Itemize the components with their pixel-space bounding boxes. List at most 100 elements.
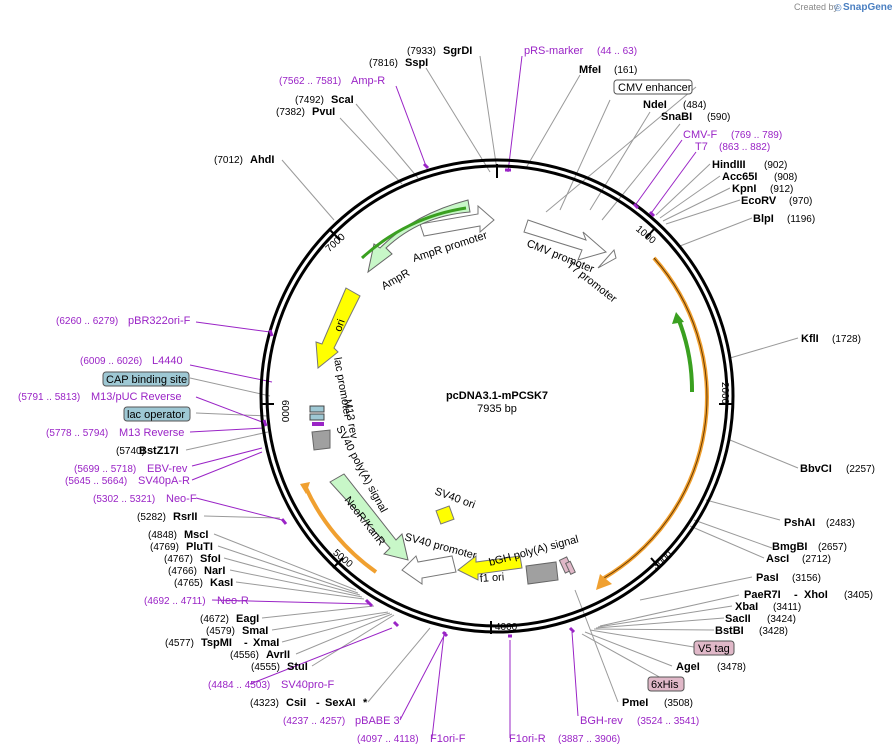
- site-ecorv[interactable]: EcoRV (970): [741, 195, 812, 207]
- svg-text:(4769): (4769): [150, 542, 179, 553]
- site-kpni[interactable]: KpnI (912): [732, 183, 793, 195]
- primer-l4440[interactable]: (6009 .. 6026) L4440: [80, 355, 183, 367]
- site-agei[interactable]: AgeI (3478): [676, 661, 746, 673]
- site-pluti[interactable]: (4769) PluTI: [150, 541, 213, 553]
- site-sacii[interactable]: SacII (3424): [725, 613, 796, 625]
- primer-t7[interactable]: T7 (863 .. 882): [695, 141, 770, 153]
- ampr-green-arc[interactable]: [360, 206, 467, 260]
- svg-text:(4579): (4579): [206, 626, 235, 637]
- svg-text:EBV-rev: EBV-rev: [147, 463, 188, 475]
- bgh-polya-box[interactable]: [525, 561, 559, 585]
- primer-neo-r[interactable]: (4692 .. 4711) Neo-R: [144, 595, 249, 607]
- site-stui[interactable]: (4555) StuI: [251, 661, 308, 673]
- primer-pbabe3[interactable]: (4237 .. 4257) pBABE 3': [283, 715, 402, 727]
- site-smai[interactable]: (4579) SmaI: [206, 625, 268, 637]
- his-tag-tag[interactable]: 6xHis: [647, 676, 685, 692]
- svg-text:(4556): (4556): [230, 650, 259, 661]
- svg-text:(2483): (2483): [826, 518, 855, 529]
- lac-operator-mark[interactable]: [309, 413, 325, 421]
- insert-green-arc[interactable]: [676, 317, 695, 393]
- sv40-ori-box[interactable]: [435, 505, 455, 525]
- site-avrii[interactable]: (4556) AvrII: [230, 649, 290, 661]
- svg-text:(3478): (3478): [717, 662, 746, 673]
- site-scai[interactable]: (7492) ScaI: [295, 94, 354, 106]
- site-blpi[interactable]: BlpI (1196): [753, 213, 815, 225]
- site-snabi[interactable]: SnaBI (590): [661, 111, 730, 123]
- svg-text:(769 .. 789): (769 .. 789): [731, 130, 782, 141]
- primer-neo-f[interactable]: (5302 .. 5321) Neo-F: [93, 493, 197, 505]
- site-msci[interactable]: (4848) MscI: [148, 529, 208, 541]
- sv40-polya-box[interactable]: [311, 429, 331, 451]
- site-pmei[interactable]: PmeI (3508): [622, 697, 693, 709]
- svg-text:TspMI: TspMI: [201, 637, 232, 649]
- svg-text:(590): (590): [707, 112, 730, 123]
- svg-text:F1ori-F: F1ori-F: [430, 733, 466, 745]
- site-sspi[interactable]: (7816) SspI: [369, 57, 428, 69]
- cap-site-tag[interactable]: CAP binding site: [102, 371, 190, 387]
- primer-bgh-rev[interactable]: BGH-rev (3524 .. 3541): [580, 715, 699, 727]
- neo-kanr-arrow[interactable]: [329, 473, 409, 561]
- site-kasi[interactable]: (4765) KasI: [174, 577, 233, 589]
- sv40-promoter-arrow[interactable]: [401, 555, 457, 585]
- site-sfoi[interactable]: (4767) SfoI: [164, 553, 221, 565]
- svg-text:MscI: MscI: [184, 529, 208, 541]
- cmv-promoter-arrow[interactable]: [523, 219, 608, 261]
- site-tspmi-xmai[interactable]: (4577) TspMI - XmaI: [165, 637, 279, 649]
- site-hindiii[interactable]: HindIII (902): [712, 159, 787, 171]
- primer-sv40pa-r[interactable]: (5645 .. 5664) SV40pA-R: [65, 475, 190, 487]
- primer-ebv-rev[interactable]: (5699 .. 5718) EBV-rev: [74, 463, 188, 475]
- primer-prs-marker[interactable]: pRS-marker (44 .. 63): [524, 45, 637, 57]
- ori-arrow[interactable]: [315, 287, 361, 369]
- site-csii-sexai[interactable]: (4323) CsiI - SexAI *: [250, 697, 368, 709]
- backbone-outer-ring: [259, 158, 735, 634]
- site-pshai[interactable]: PshAI (2483): [784, 517, 855, 529]
- ampr-promoter-arrow[interactable]: [419, 204, 495, 237]
- v5-tag-tag[interactable]: V5 tag: [693, 640, 735, 656]
- primer-amp-r[interactable]: (7562 .. 7581) Amp-R: [279, 75, 385, 87]
- cap-site-mark[interactable]: [309, 405, 325, 413]
- svg-text:MfeI: MfeI: [579, 64, 601, 76]
- site-pvui[interactable]: (7382) PvuI: [276, 106, 335, 118]
- site-rsrii[interactable]: (5282) RsrII: [137, 511, 197, 523]
- site-acc65i[interactable]: Acc65I (908): [722, 171, 797, 183]
- sv40-ori-label: SV40 ori: [433, 486, 477, 512]
- site-xbai[interactable]: XbaI (3411): [735, 601, 801, 613]
- lac-operator-tag[interactable]: lac operator: [123, 406, 191, 422]
- site-sgrdi[interactable]: (7933) SgrDI: [407, 45, 472, 57]
- primer-cmv-f[interactable]: CMV-F (769 .. 789): [683, 129, 782, 141]
- svg-text:SacII: SacII: [725, 613, 751, 625]
- site-bbvci[interactable]: BbvCI (2257): [800, 463, 875, 475]
- svg-text:SspI: SspI: [405, 57, 428, 69]
- site-ndei[interactable]: NdeI (484): [643, 99, 706, 111]
- primer-sv40pro-f[interactable]: (4484 .. 4503) SV40pro-F: [208, 679, 334, 691]
- site-eagi[interactable]: (4672) EagI: [200, 613, 259, 625]
- site-asci[interactable]: AscI (2712): [766, 553, 831, 565]
- cmv-enhancer-tag[interactable]: CMV enhancer: [613, 79, 693, 95]
- his-tag-mark[interactable]: [564, 560, 576, 575]
- svg-text:PmeI: PmeI: [622, 697, 648, 709]
- tick-mark-3000: [650, 557, 661, 569]
- primer-m13-puc-reverse[interactable]: (5791 .. 5813) M13/pUC Reverse: [18, 391, 181, 403]
- f1-ori-arrow[interactable]: [457, 554, 523, 581]
- primer-f1ori-r[interactable]: F1ori-R (3887 .. 3906): [509, 733, 620, 745]
- svg-text:AscI: AscI: [766, 553, 789, 565]
- site-bstbi[interactable]: BstBI (3428): [715, 625, 788, 637]
- primer-f1ori-f[interactable]: (4097 .. 4118) F1ori-F: [357, 733, 466, 745]
- site-mfei[interactable]: MfeI (161): [579, 64, 637, 76]
- site-ahdi[interactable]: (7012) AhdI: [214, 154, 274, 166]
- site-bstz17i[interactable]: (5740) BstZ17I: [116, 445, 179, 457]
- primer-m13-reverse[interactable]: (5778 .. 5794) M13 Reverse: [46, 427, 184, 439]
- ampr-arrow[interactable]: [367, 199, 471, 274]
- site-nari[interactable]: (4766) NarI: [168, 565, 225, 577]
- insert-orange-arrowhead: [596, 574, 612, 590]
- svg-text:(5791 .. 5813): (5791 .. 5813): [18, 392, 80, 403]
- ampr-promoter-label: AmpR promoter: [411, 229, 489, 265]
- site-paer7i-xhoi[interactable]: PaeR7I - XhoI (3405): [744, 589, 873, 601]
- site-bmgbi[interactable]: BmgBI (2657): [772, 541, 847, 553]
- t7-promoter-arrow[interactable]: [597, 248, 617, 269]
- primer-pbr322ori-f[interactable]: (6260 .. 6279) pBR322ori-F: [56, 315, 191, 327]
- site-pasi[interactable]: PasI (3156): [756, 572, 821, 584]
- site-kfli[interactable]: KflI (1728): [801, 333, 861, 345]
- neo-orange-arc[interactable]: [304, 487, 378, 574]
